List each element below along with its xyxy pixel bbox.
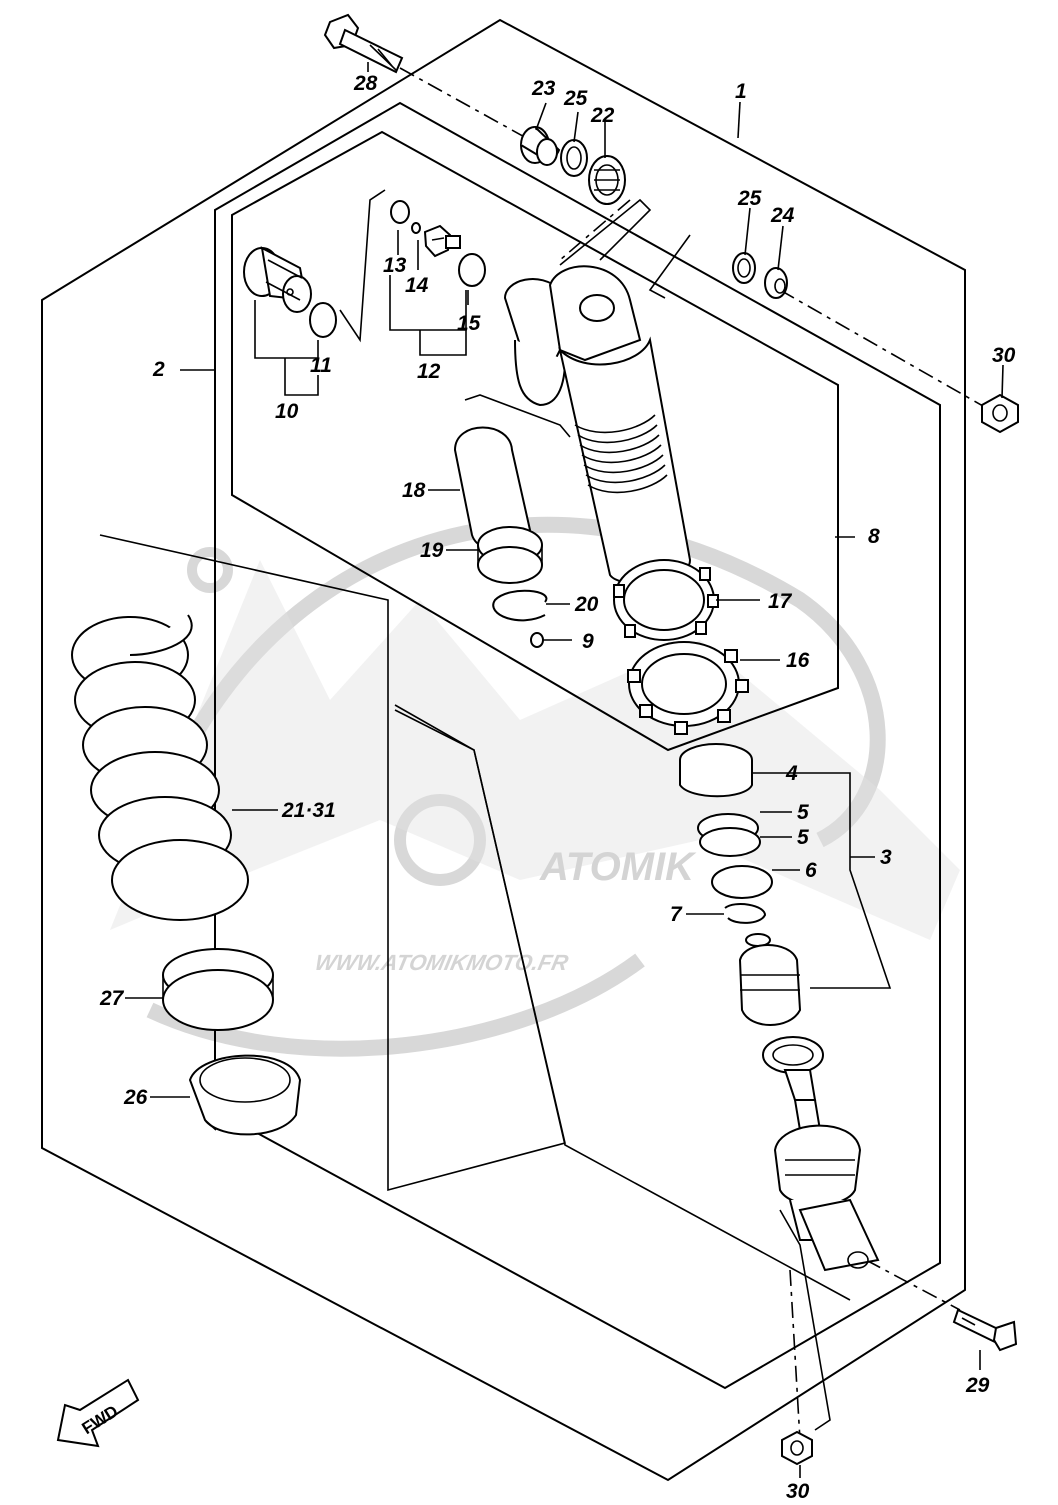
damper-shaft — [738, 933, 824, 1131]
callout-1: 1 — [735, 80, 747, 103]
centerline-lower-nut — [789, 1269, 801, 1441]
leader-lines — [125, 62, 1004, 1478]
callout-30-lower: 30 — [786, 1480, 810, 1500]
nut-30-upper — [981, 393, 1019, 434]
watermark-url: WWW.ATOMIKMOTO.FR — [313, 950, 571, 975]
o-ring-13 — [390, 200, 410, 224]
callout-22: 22 — [590, 104, 615, 127]
callout-5-b: 5 — [797, 826, 809, 849]
bolt-28 — [323, 13, 404, 74]
ball-9 — [530, 632, 544, 648]
reservoir-body-8 — [503, 265, 692, 585]
callout-10: 10 — [275, 400, 299, 423]
callout-12: 12 — [417, 360, 441, 383]
callout-18: 18 — [402, 479, 426, 502]
adjust-nut-16 — [627, 641, 749, 735]
lock-nut-17 — [613, 559, 719, 641]
callout-2: 2 — [152, 358, 165, 381]
circlip-20 — [492, 589, 548, 622]
circlip-7 — [724, 903, 767, 924]
callout-20: 20 — [574, 593, 599, 616]
spring-seat-26 — [188, 1054, 302, 1136]
callout-26: 26 — [123, 1086, 148, 1109]
damper-group-boundary — [394, 704, 851, 1301]
valve-12 — [423, 224, 461, 258]
callout-17: 17 — [768, 590, 793, 613]
callout-3: 3 — [880, 846, 892, 869]
o-ring-15 — [458, 253, 486, 287]
callout-9: 9 — [582, 630, 594, 653]
callout-27: 27 — [99, 987, 125, 1010]
assembly-boundary-8 — [231, 130, 839, 752]
callout-25-right: 25 — [737, 187, 762, 210]
fwd-direction-badge: FWD — [56, 1378, 140, 1448]
callout-25-upper: 25 — [563, 87, 588, 110]
callout-11: 11 — [310, 354, 332, 377]
collar-23 — [520, 126, 561, 166]
callout-21-31: 21·31 — [281, 799, 336, 822]
ball-14 — [411, 222, 421, 234]
watermark-brand: ATOMIK — [539, 845, 697, 889]
thread-lines — [574, 414, 668, 494]
callout-6: 6 — [805, 859, 817, 882]
callout-5-a: 5 — [797, 801, 809, 824]
callout-8: 8 — [868, 525, 880, 548]
callout-13: 13 — [383, 254, 407, 277]
washer-6 — [711, 865, 773, 899]
bolt-29 — [952, 1308, 1018, 1352]
callout-4: 4 — [785, 762, 798, 785]
seal-25-right — [732, 252, 756, 284]
centerline-right-nut — [779, 289, 991, 411]
collar-24 — [764, 267, 788, 299]
centerline-bearing — [559, 199, 631, 261]
nut-30-lower — [781, 1430, 813, 1466]
damper-lower-body — [773, 1124, 880, 1272]
callout-30-upper: 30 — [992, 344, 1016, 367]
bearing-22 — [588, 155, 626, 205]
seal-25-upper — [560, 139, 588, 177]
spring-guide-27 — [162, 948, 274, 1031]
callout-14: 14 — [405, 274, 429, 297]
washer-5b — [699, 827, 761, 857]
ring-19 — [477, 526, 543, 584]
callout-24: 24 — [770, 204, 795, 227]
adjuster-10 — [243, 246, 312, 313]
callout-19: 19 — [420, 539, 444, 562]
callout-29: 29 — [965, 1374, 990, 1397]
centerline-lower-bolt — [865, 1259, 961, 1311]
callout-7: 7 — [670, 903, 683, 926]
callout-16: 16 — [786, 649, 810, 672]
coil-spring-21-31 — [71, 614, 249, 921]
o-ring-11 — [309, 302, 337, 338]
collar-4 — [679, 743, 753, 798]
callout-23: 23 — [531, 77, 556, 100]
centerline-top-bolt — [399, 67, 531, 141]
assembly-boundary-1 — [41, 18, 966, 1482]
callout-28: 28 — [353, 72, 378, 95]
callout-labels: 28 23 25 22 1 25 24 30 2 13 14 15 11 12 … — [99, 72, 1016, 1503]
callout-15: 15 — [457, 312, 481, 335]
